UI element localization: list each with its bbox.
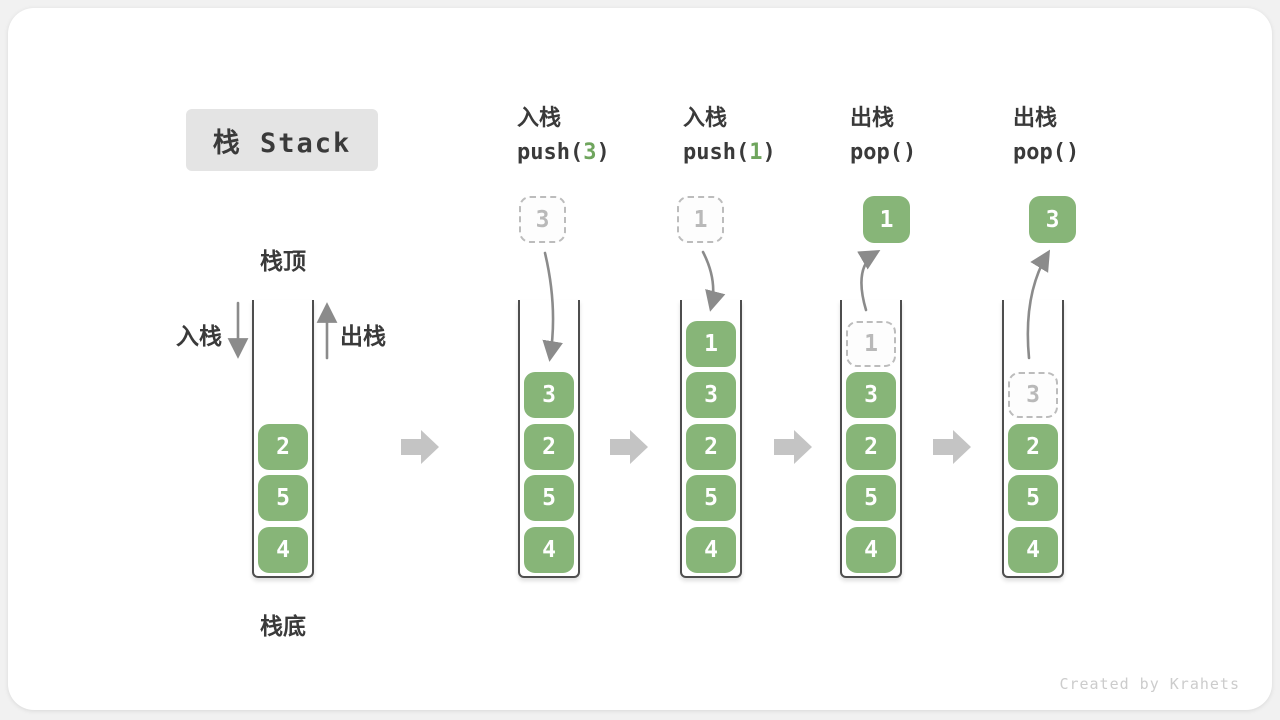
operation-code: pop() bbox=[1013, 134, 1079, 172]
incoming-element: 1 bbox=[677, 196, 724, 243]
operation-code: pop() bbox=[850, 134, 916, 172]
operation-code: push(3) bbox=[517, 134, 610, 172]
code-argument: 1 bbox=[749, 140, 763, 165]
pop-side-label: 出栈 bbox=[340, 324, 386, 350]
stack-slot: 5 bbox=[524, 475, 574, 522]
code-text: ) bbox=[596, 140, 610, 165]
stack-slot: 4 bbox=[258, 527, 308, 573]
stack-top-label: 栈顶 bbox=[260, 249, 306, 275]
code-text: push( bbox=[683, 140, 750, 165]
operation-code: push(1) bbox=[683, 134, 776, 172]
code-text: pop() bbox=[1013, 140, 1080, 165]
code-text: push( bbox=[517, 140, 584, 165]
stack-slot: 4 bbox=[686, 527, 736, 573]
stack-slot-popped: 3 bbox=[1008, 372, 1058, 419]
stack-slot: 5 bbox=[1008, 475, 1058, 522]
operation-name: 出栈 bbox=[1013, 106, 1058, 131]
stack-slot: 5 bbox=[686, 475, 736, 522]
stack-slot: 2 bbox=[686, 423, 736, 470]
operation-header: 入栈 push(1) bbox=[683, 104, 776, 172]
stack-slot: 2 bbox=[846, 423, 896, 470]
operation-header: 出栈 pop() bbox=[1013, 104, 1079, 172]
stack-slot: 2 bbox=[1008, 423, 1058, 470]
stack-slot: 3 bbox=[846, 372, 896, 419]
code-text: ) bbox=[762, 140, 776, 165]
stack-slot: 5 bbox=[258, 475, 308, 522]
stack-slot: 2 bbox=[524, 423, 574, 470]
stack-slot: 3 bbox=[524, 372, 574, 419]
stack-slot: 2 bbox=[258, 423, 308, 470]
popped-element: 1 bbox=[863, 196, 910, 243]
operation-header: 入栈 push(3) bbox=[517, 104, 610, 172]
incoming-element: 3 bbox=[519, 196, 566, 243]
watermark: Created by Krahets bbox=[1059, 675, 1240, 693]
operation-name: 出栈 bbox=[850, 106, 895, 131]
code-text: pop() bbox=[850, 140, 917, 165]
push-side-label: 入栈 bbox=[176, 324, 222, 350]
stack-slot: 3 bbox=[686, 372, 736, 419]
page-title: 栈 Stack bbox=[186, 109, 378, 171]
popped-element: 3 bbox=[1029, 196, 1076, 243]
stack-slot: 1 bbox=[686, 320, 736, 367]
stack-slot: 5 bbox=[846, 475, 896, 522]
operation-name: 入栈 bbox=[683, 106, 728, 131]
operation-header: 出栈 pop() bbox=[850, 104, 916, 172]
stack-slot-popped: 1 bbox=[846, 320, 896, 367]
stack-bottom-label: 栈底 bbox=[260, 614, 306, 640]
operation-name: 入栈 bbox=[517, 106, 562, 131]
stack-slot: 4 bbox=[1008, 527, 1058, 573]
stack-slot: 4 bbox=[846, 527, 896, 573]
stack-slot: 4 bbox=[524, 527, 574, 573]
code-argument: 3 bbox=[583, 140, 597, 165]
